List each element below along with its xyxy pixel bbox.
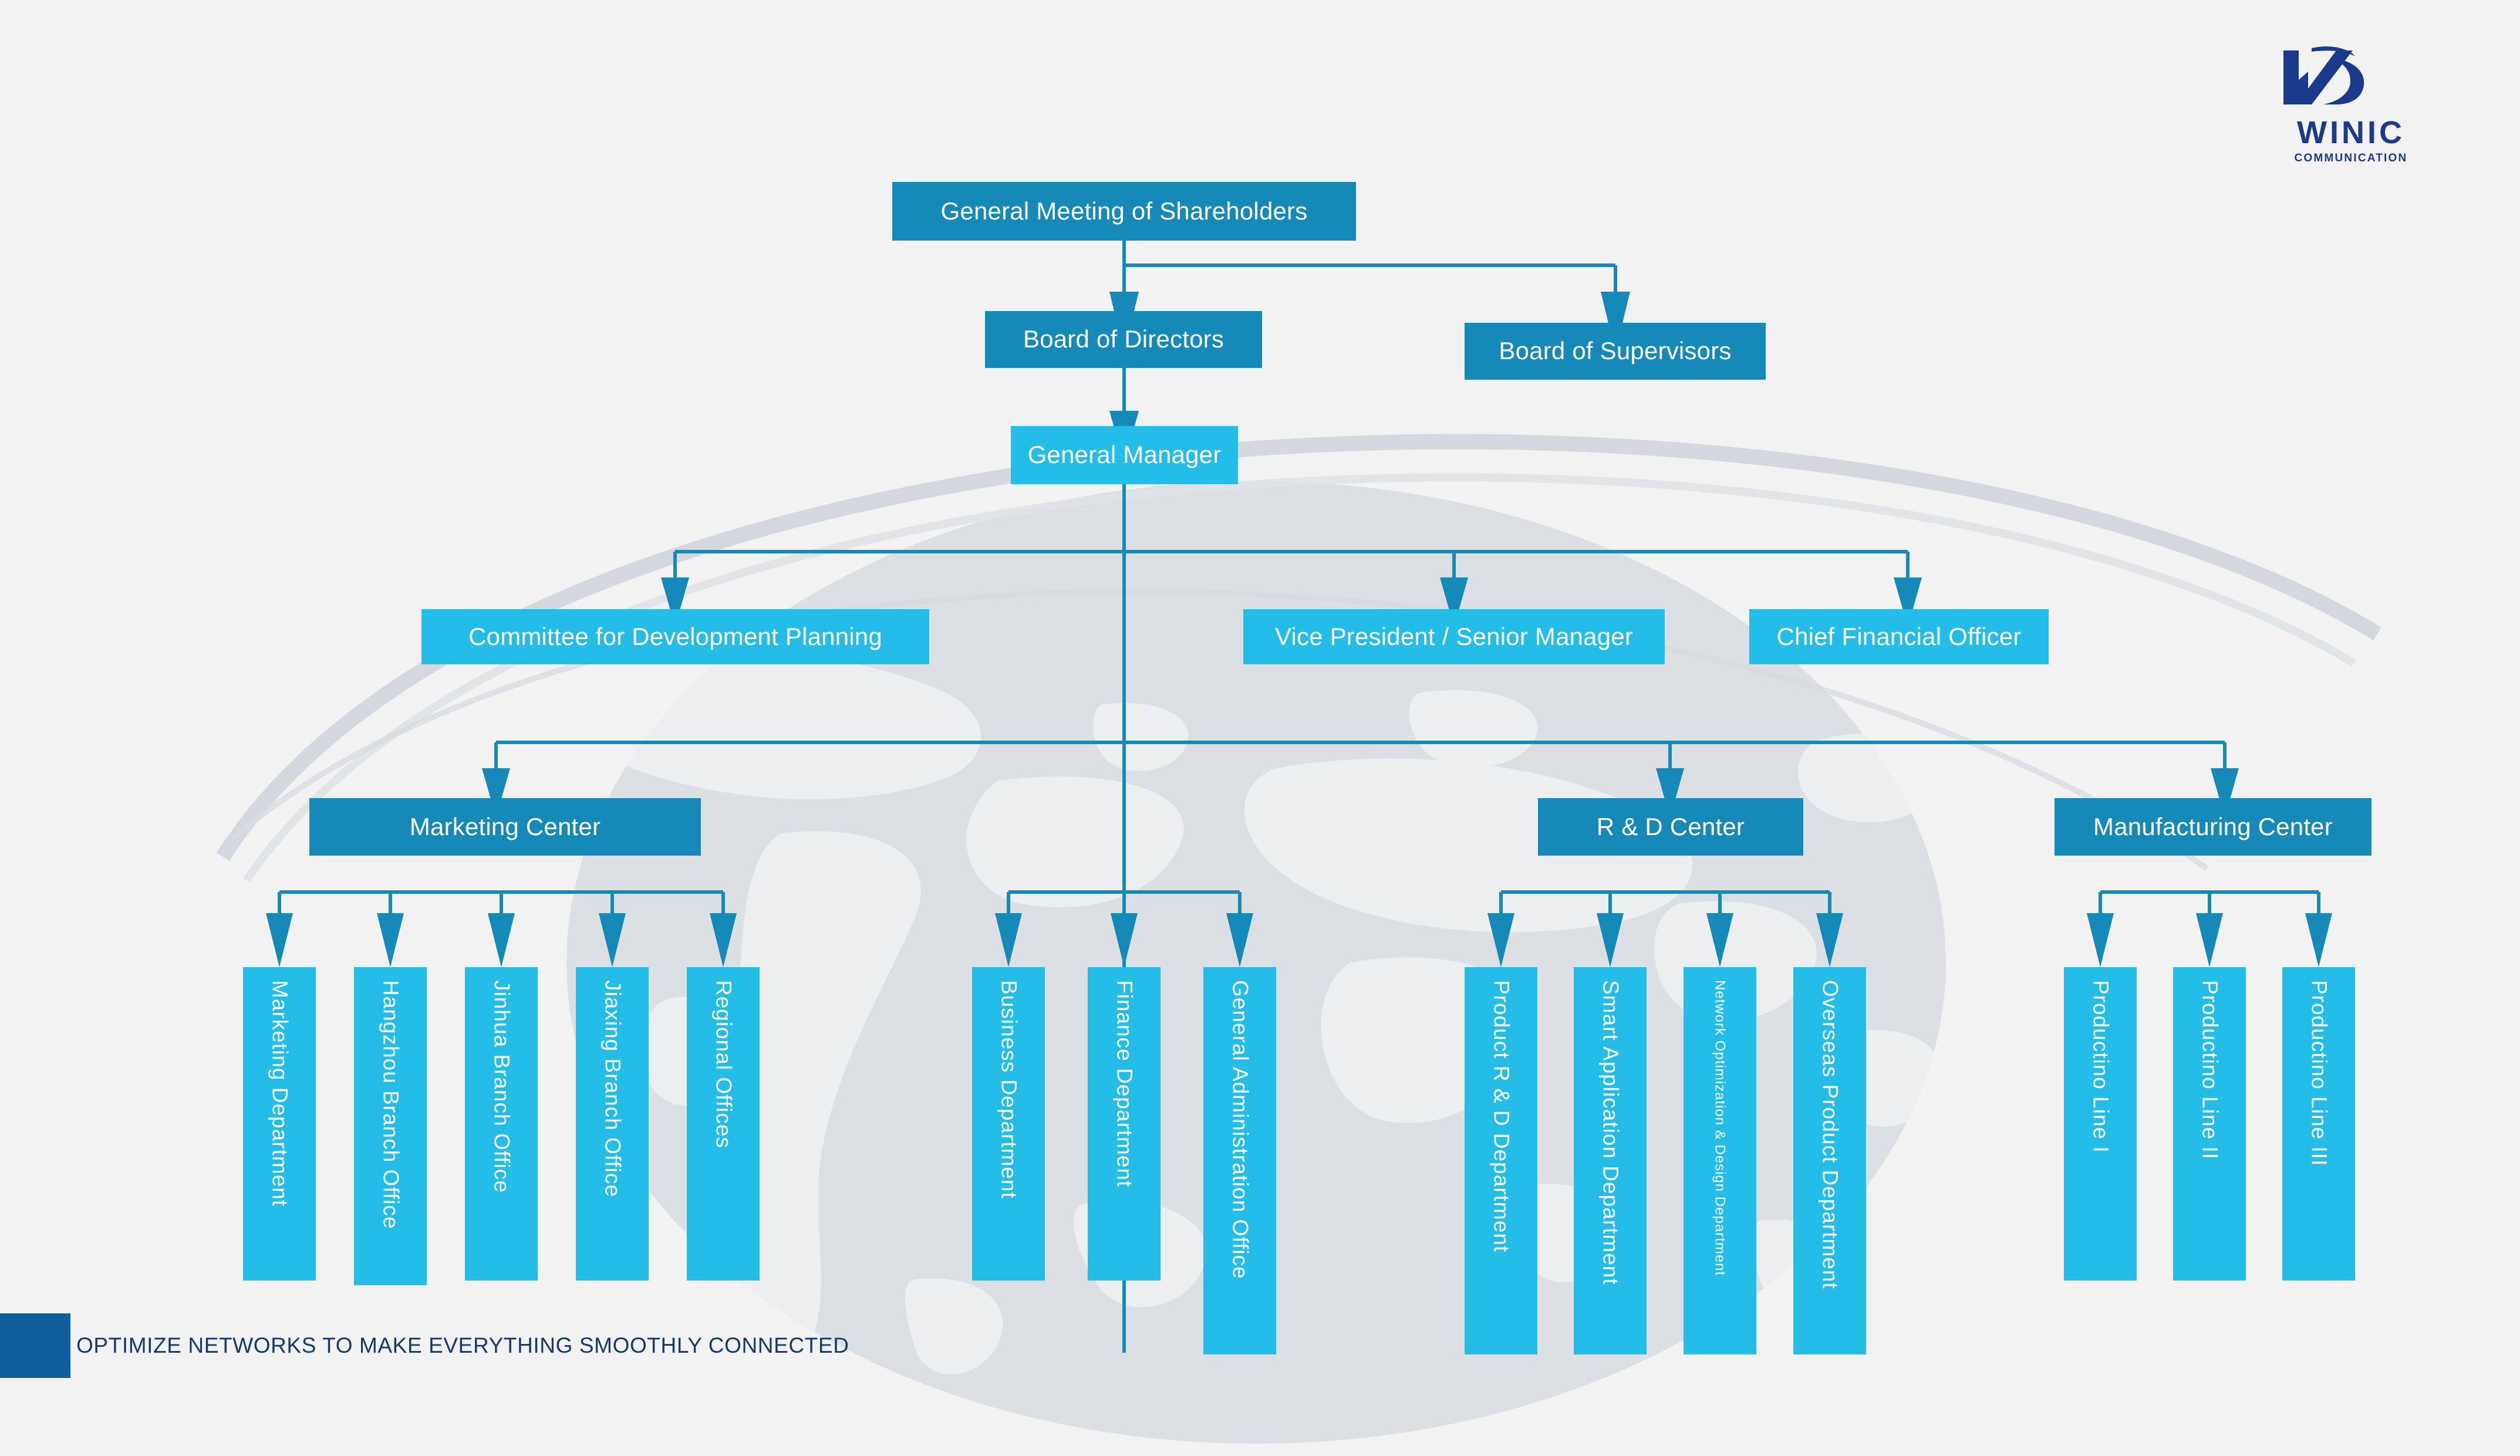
node-label: Jinhua Branch Office [490,980,514,1193]
brand-logo: WINIC COMMUNICATION [2278,46,2424,164]
node-product-rd-department[interactable]: Product R & D Department [1465,967,1537,1354]
node-jiaxing-branch-office[interactable]: Jiaxing Branch Office [576,967,649,1281]
node-board-of-supervisors[interactable]: Board of Supervisors [1465,323,1766,380]
node-label: General Administration Office [1228,980,1253,1279]
node-business-department[interactable]: Business Department [972,967,1045,1281]
node-regional-offices[interactable]: Regional Offices [687,967,760,1281]
node-overseas-product-department[interactable]: Overseas Product Department [1793,967,1866,1354]
node-label: Board of Supervisors [1499,337,1732,365]
node-label: Vice President / Senior Manager [1274,622,1634,650]
node-smart-application-department[interactable]: Smart Application Department [1574,967,1647,1354]
node-label: Committee for Development Planning [468,622,882,650]
node-label: Network Optimization & Design Department [1712,980,1728,1276]
node-productino-line-iii[interactable]: Productino Line III [2282,967,2355,1281]
node-general-administration-office[interactable]: General Administration Office [1203,967,1276,1354]
node-productino-line-i[interactable]: Productino Line I [2064,967,2137,1281]
winic-monogram-icon [2283,46,2364,105]
node-label: Productino Line I [2089,980,2113,1153]
node-label: Marketing Center [409,812,601,840]
node-label: Jiaxing Branch Office [601,980,625,1197]
node-network-optimization-design-department[interactable]: Network Optimization & Design Department [1684,967,1756,1354]
node-label: Business Department [997,980,1021,1199]
node-label: R & D Center [1596,812,1745,840]
node-productino-line-ii[interactable]: Productino Line II [2173,967,2246,1281]
node-label: Finance Department [1112,980,1137,1188]
node-label: Board of Directors [1023,325,1224,353]
node-label: Smart Application Department [1598,980,1623,1285]
node-rd-center[interactable]: R & D Center [1538,798,1803,856]
node-label: Marketing Department [268,980,292,1207]
node-label: Manufacturing Center [2093,812,2333,840]
node-jinhua-branch-office[interactable]: Jinhua Branch Office [465,967,538,1281]
brand-subtitle: COMMUNICATION [2294,152,2408,164]
node-committee-for-development-planning[interactable]: Committee for Development Planning [421,609,929,664]
node-label: Regional Offices [711,980,736,1148]
footer-tagline: OPTIMIZE NETWORKS TO MAKE EVERYTHING SMO… [76,1333,849,1357]
footer-accent-block [0,1313,70,1378]
node-marketing-center[interactable]: Marketing Center [309,798,701,856]
brand-name: WINIC [2297,115,2405,150]
node-marketing-department[interactable]: Marketing Department [243,967,316,1281]
node-hangzhou-branch-office[interactable]: Hangzhou Branch Office [354,967,427,1285]
node-label: Hangzhou Branch Office [379,980,403,1229]
node-vice-president-senior-manager[interactable]: Vice President / Senior Manager [1243,609,1665,664]
node-label: General Meeting of Shareholders [940,197,1308,225]
node-general-meeting-of-shareholders[interactable]: General Meeting of Shareholders [892,182,1356,241]
node-label: Overseas Product Department [1818,980,1843,1289]
node-board-of-directors[interactable]: Board of Directors [985,311,1262,368]
node-manufacturing-center[interactable]: Manufacturing Center [2055,798,2371,856]
node-label: Productino Line II [2198,980,2222,1160]
node-general-manager[interactable]: General Manager [1011,426,1238,484]
node-chief-financial-officer[interactable]: Chief Financial Officer [1749,609,2049,664]
node-label: Productino Line III [2307,980,2332,1167]
node-label: Chief Financial Officer [1776,622,2022,650]
node-label: General Manager [1027,441,1222,469]
node-finance-department[interactable]: Finance Department [1088,967,1161,1281]
node-label: Product R & D Department [1489,980,1514,1253]
